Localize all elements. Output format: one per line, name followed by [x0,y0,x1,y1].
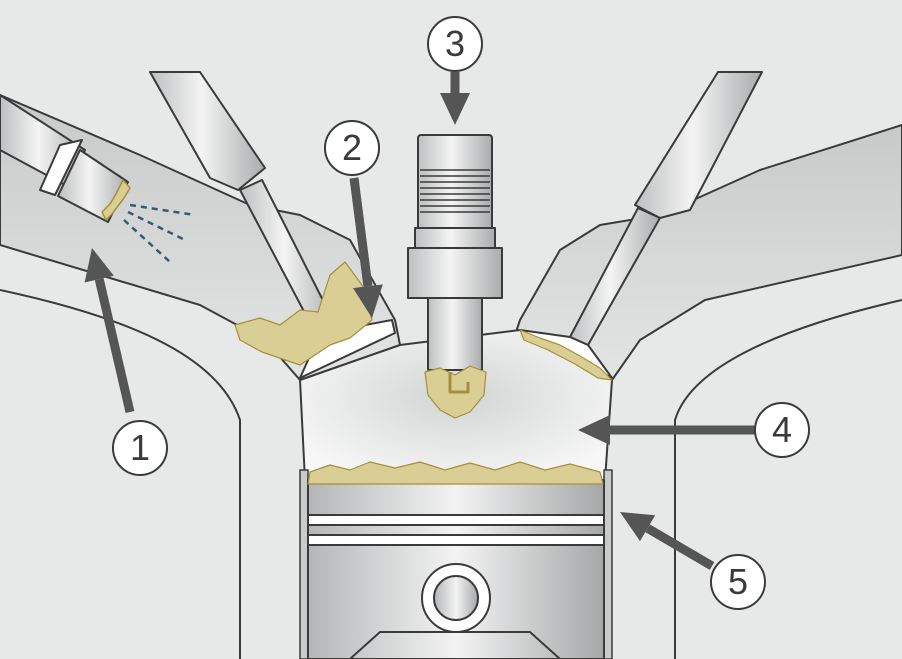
piston-ring-2 [307,534,605,546]
bore-left [299,469,309,659]
piston-ring-1 [307,514,605,526]
callout-arrow-head [578,415,610,445]
callout-2: 2 [324,120,383,318]
callout-arrow-head [353,284,383,318]
callout-circle [112,420,168,476]
callout-circle [427,16,483,72]
intake-valve [149,71,396,379]
exhaust-valve-deposit [519,329,613,381]
callout-number: 2 [342,127,362,168]
callout-arrow-shaft [94,278,135,414]
piston-crown-deposit [307,461,604,485]
callout-arrow-shaft [645,524,715,570]
intake-valve-deposit [234,261,373,366]
spark-plug [407,134,503,371]
callout-number: 4 [772,409,792,450]
callout-circle [754,402,810,458]
callout-circle [324,120,380,176]
callout-5: 5 [620,512,766,610]
callout-arrow-head [84,248,114,283]
callout-arrow-head [440,93,470,125]
connecting-rod [349,631,561,659]
bore-right [603,469,613,659]
cylinder-wall-right [674,299,902,659]
cylinder-wall-left [0,289,241,659]
callout-arrow-head [620,512,656,542]
callout-number: 5 [728,561,748,602]
callout-arrow-shaft [349,177,373,287]
piston [307,479,605,659]
callout-number: 1 [130,427,150,468]
spark-plug-electrode [448,372,470,394]
callout-4: 4 [578,402,810,458]
callout-1: 1 [84,248,168,476]
callout-3: 3 [427,16,483,125]
fuel-injector-nozzle-deposit [101,179,131,221]
callout-circle [710,554,766,610]
callout-number: 3 [445,23,465,64]
